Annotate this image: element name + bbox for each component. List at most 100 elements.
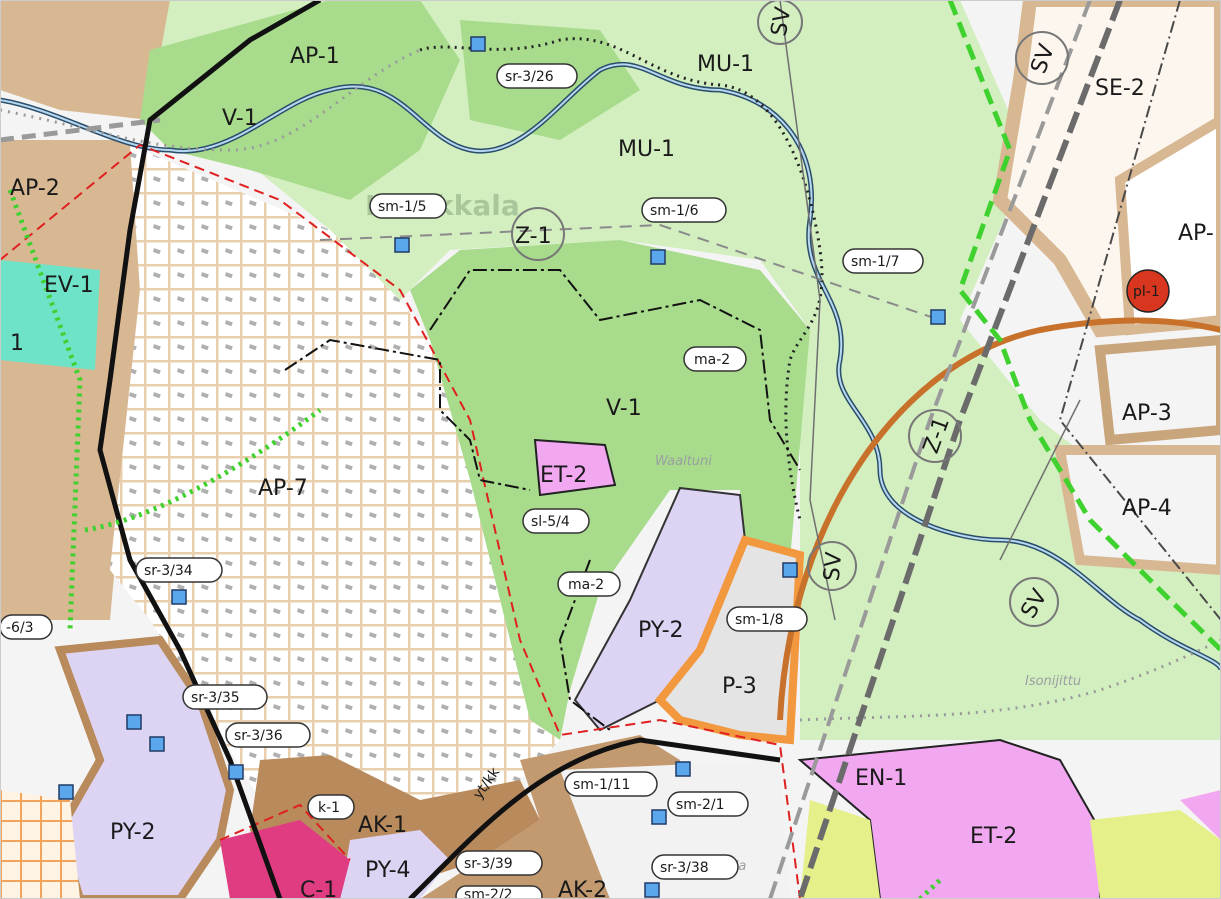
marker-sr-3-26[interactable] (470, 36, 486, 52)
circle-z1-left: Z-1 (511, 207, 565, 261)
svg-text:pl-1: pl-1 (1133, 284, 1160, 300)
green-dotted-route (7, 189, 83, 631)
label-ap7: AP-7 (258, 476, 308, 501)
label-p3: P-3 (722, 674, 757, 699)
zone-orange-grid (0, 790, 80, 899)
zone-c1-area (220, 820, 350, 899)
dotted-boundary (419, 37, 824, 521)
svg-text:sr-3/34: sr-3/34 (144, 563, 193, 579)
tag-sr-3-26[interactable]: sr-3/26 (496, 63, 578, 89)
svg-text:sm-1/8: sm-1/8 (735, 612, 784, 628)
svg-text:sm-2/1: sm-2/1 (676, 797, 725, 813)
label-ak2: AK-2 (558, 878, 607, 899)
tag-sr-3-36[interactable]: sr-3/36 (225, 722, 311, 748)
label-ap4: AP-4 (1122, 496, 1172, 521)
label-en1: EN-1 (855, 766, 907, 791)
sv-line-right (999, 399, 1081, 561)
marker-sr-3-34[interactable] (171, 589, 187, 605)
dashdot-v1 (429, 269, 801, 471)
tag-sr-3-38[interactable]: sr-3/38 (651, 854, 739, 880)
zone-sv-area (800, 320, 1221, 740)
svg-text:sm-2/2: sm-2/2 (464, 887, 513, 899)
circle-sv-mid: SV (807, 541, 857, 591)
tag-sm-1-6[interactable]: sm-1/6 (641, 197, 727, 223)
grey-dotted-boundary-left (0, 48, 421, 152)
zone-py4-area (340, 830, 450, 899)
sv-line (779, 0, 836, 621)
marker-sm-1-6[interactable] (650, 249, 666, 265)
label-py4: PY-4 (365, 858, 411, 883)
svg-text:sl-5/4: sl-5/4 (531, 514, 570, 530)
river (0, 63, 1221, 671)
zone-ev1-area (0, 260, 100, 370)
label-se2: SE-2 (1095, 76, 1145, 101)
marker-sr-3-35b[interactable] (149, 736, 165, 752)
svg-text:SV: SV (767, 5, 797, 38)
tag-sm-2-1[interactable]: sm-2/1 (667, 791, 749, 817)
tag-ma-2-top[interactable]: ma-2 (683, 346, 747, 372)
label-ap-right: AP- (1178, 221, 1214, 246)
label-num-left: 1 (10, 331, 24, 356)
label-ap3: AP-3 (1122, 401, 1172, 426)
label-et2-small: ET-2 (540, 463, 587, 488)
pl1-marker[interactable]: pl-1 (1126, 269, 1170, 313)
red-dashed-boundary-c1 (219, 803, 351, 861)
svg-text:ma-2: ma-2 (694, 352, 730, 368)
svg-text:Z-1: Z-1 (515, 224, 552, 249)
zone-pink-edge (1180, 790, 1221, 840)
svg-text:sr-3/38: sr-3/38 (660, 860, 709, 876)
marker-sr-3-35a[interactable] (126, 714, 142, 730)
zone-yellow-left (800, 800, 880, 899)
svg-text:k-1: k-1 (318, 800, 340, 816)
tag-k-1[interactable]: k-1 (307, 794, 355, 820)
label-py2-left: PY-2 (110, 820, 156, 845)
svg-text:sr-3/36: sr-3/36 (234, 728, 283, 744)
svg-text:sr-3/26: sr-3/26 (505, 69, 554, 85)
tag-sr-3-35[interactable]: sr-3/35 (182, 684, 268, 710)
zone-ap3-area (1094, 334, 1221, 446)
red-dashed-boundary (0, 143, 801, 899)
zone-yellow-right (1090, 810, 1221, 899)
tag-left-6-3[interactable]: -6/3 (0, 614, 53, 640)
svg-text:sr-3/35: sr-3/35 (191, 690, 240, 706)
label-v1-top: V-1 (222, 106, 258, 131)
marker-sr-3-38[interactable] (644, 882, 660, 898)
marker-sm-1-5[interactable] (394, 237, 410, 253)
label-ak1: AK-1 (358, 813, 407, 838)
tag-sr-3-34[interactable]: sr-3/34 (135, 557, 223, 583)
tag-sm-2-2[interactable]: sm-2/2 (455, 885, 543, 899)
label-c1: C-1 (300, 878, 337, 899)
label-v1: V-1 (606, 396, 642, 421)
tag-sm-1-11[interactable]: sm-1/11 (564, 771, 658, 797)
tag-sl-5-4[interactable]: sl-5/4 (522, 508, 590, 534)
circle-sv-top: SV (757, 0, 803, 45)
svg-text:ma-2: ma-2 (568, 577, 604, 593)
orange-ring (777, 317, 1221, 721)
label-ev1: EV-1 (44, 273, 94, 298)
marker-sm-1-7[interactable] (930, 309, 946, 325)
label-py2: PY-2 (638, 618, 684, 643)
label-mu1: MU-1 (618, 137, 675, 162)
label-ap2: AP-2 (10, 176, 60, 201)
marker-sr-3-36[interactable] (228, 764, 244, 780)
svg-text:sm-1/6: sm-1/6 (650, 203, 699, 219)
dashdot-ap7 (284, 338, 531, 491)
marker-left[interactable] (58, 784, 74, 800)
marker-sm-1-8[interactable] (782, 562, 798, 578)
tag-sm-1-5[interactable]: sm-1/5 (369, 193, 447, 219)
tag-sm-1-8[interactable]: sm-1/8 (726, 606, 808, 632)
zone-et2-small-area (533, 438, 617, 497)
place-waaltuni: Waaltuni (655, 454, 712, 469)
marker-sm-1-11[interactable] (675, 761, 691, 777)
grey-dashed-z1 (319, 223, 941, 321)
tag-sm-1-7[interactable]: sm-1/7 (842, 248, 924, 274)
tag-sr-3-39[interactable]: sr-3/39 (455, 850, 543, 876)
zone-ap4-area (1054, 445, 1221, 576)
marker-sm-2-1[interactable] (651, 809, 667, 825)
tag-ma-2-bottom[interactable]: ma-2 (557, 571, 621, 597)
svg-text:-6/3: -6/3 (6, 620, 34, 636)
label-et2: ET-2 (970, 824, 1017, 849)
zone-p3-area (654, 535, 805, 745)
